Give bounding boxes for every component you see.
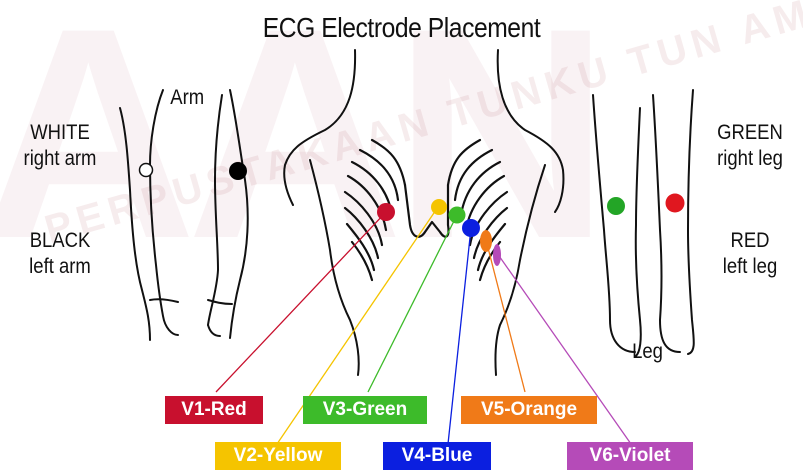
lead-tag-v5: V5-Orange <box>461 396 597 424</box>
label-arm: Arm <box>170 86 204 110</box>
label-red: RED <box>706 228 794 254</box>
electrode-v5 <box>480 230 492 252</box>
legs-outline <box>593 90 694 356</box>
lead-wire-v1 <box>216 212 386 392</box>
electrode-white-right-arm <box>140 164 153 177</box>
diagram-title: ECG Electrode Placement <box>48 12 755 44</box>
ribcage <box>345 140 507 280</box>
electrode-red-left-leg <box>666 194 685 213</box>
label-left-leg: left leg <box>706 254 794 280</box>
lead-tag-v3: V3-Green <box>303 396 427 424</box>
label-black: BLACK <box>16 228 104 254</box>
lead-tag-v6: V6-Violet <box>567 442 693 470</box>
electrode-v3 <box>449 207 466 224</box>
label-leg: Leg <box>632 340 663 364</box>
label-right-arm: right arm <box>16 146 104 172</box>
label-green-right-leg: GREEN right leg <box>706 120 794 172</box>
torso-outline <box>284 50 563 375</box>
electrode-v1 <box>377 203 395 221</box>
label-white: WHITE <box>16 120 104 146</box>
label-white-right-arm: WHITE right arm <box>16 120 104 172</box>
label-green: GREEN <box>706 120 794 146</box>
label-red-left-leg: RED left leg <box>706 228 794 280</box>
label-left-arm: left arm <box>16 254 104 280</box>
electrode-v2 <box>431 199 447 215</box>
label-right-leg: right leg <box>706 146 794 172</box>
electrode-black-left-arm <box>229 162 247 180</box>
label-black-left-arm: BLACK left arm <box>16 228 104 280</box>
electrode-green-right-leg <box>607 197 625 215</box>
electrode-v6 <box>493 244 501 266</box>
lead-tag-v1: V1-Red <box>165 396 263 424</box>
lead-tag-v4: V4-Blue <box>383 442 491 470</box>
lead-tag-v2: V2-Yellow <box>215 442 341 470</box>
arms-outline <box>120 90 248 340</box>
electrode-v4 <box>462 219 480 237</box>
